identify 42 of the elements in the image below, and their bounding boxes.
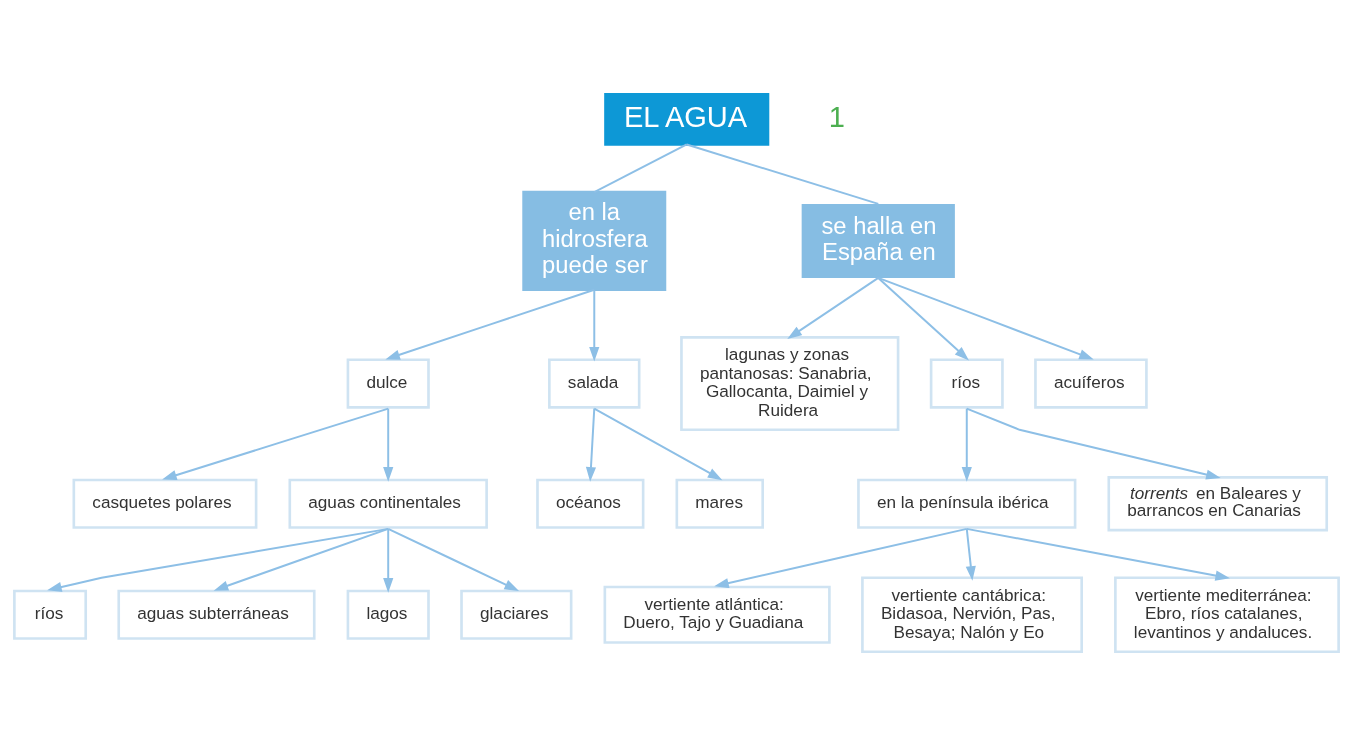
node-box: dulce xyxy=(346,357,430,409)
node-box: lagunas y zonas pantanosas: Sanabria, Gallocanta, Daimiel y Ruidera xyxy=(680,335,900,431)
connector xyxy=(685,143,880,205)
node-box: EL AGUA xyxy=(604,92,770,146)
node-box: vertiente mediterránea: Ebro, ríos catalanes, levantinos y andaluces. xyxy=(1114,575,1340,653)
node-box: acuíferos xyxy=(1034,357,1148,409)
arrow xyxy=(162,407,390,480)
arrow xyxy=(213,527,390,591)
arrow xyxy=(383,527,394,593)
arrow xyxy=(714,527,968,588)
node-box: ríos xyxy=(929,357,1004,409)
node-box: lagos xyxy=(346,589,430,640)
node-box: aguas continentales xyxy=(288,478,488,529)
arrow xyxy=(593,407,723,480)
node-box: torrents en Baleares y barrancos en Canarias xyxy=(1107,475,1329,531)
connector xyxy=(593,143,688,193)
node-box: casquetes polares xyxy=(72,478,258,529)
node-box: vertiente cantábrica: Bidasoa, Nervión, Pas, Besaya; Nalón y Eo xyxy=(861,575,1083,653)
node-box: se halla en España en xyxy=(801,203,955,278)
arrow xyxy=(877,276,969,360)
arrow xyxy=(787,276,880,339)
arrow xyxy=(589,288,600,361)
arrow xyxy=(387,527,520,591)
node-box: vertiente atlántica: Duero, Tajo y Guadiana xyxy=(603,585,831,644)
node-box: aguas subterráneas xyxy=(117,589,316,640)
arrow xyxy=(383,407,394,482)
node-box: salada xyxy=(548,357,641,409)
arrow xyxy=(385,288,596,360)
node-box: mares xyxy=(675,478,764,529)
arrow xyxy=(965,527,976,581)
arrow xyxy=(47,527,390,592)
node-box: glaciares xyxy=(460,589,573,640)
label: 1 xyxy=(828,100,845,133)
arrow xyxy=(585,407,597,482)
node-box: en la península ibérica xyxy=(857,478,1077,529)
node-box: en la hidrosfera puede ser xyxy=(522,190,667,291)
arrow xyxy=(965,407,1221,480)
arrow xyxy=(965,527,1230,581)
arrow xyxy=(877,276,1094,360)
node-box: ríos xyxy=(13,589,88,640)
node-box: océanos xyxy=(536,478,645,529)
arrow xyxy=(961,407,972,482)
